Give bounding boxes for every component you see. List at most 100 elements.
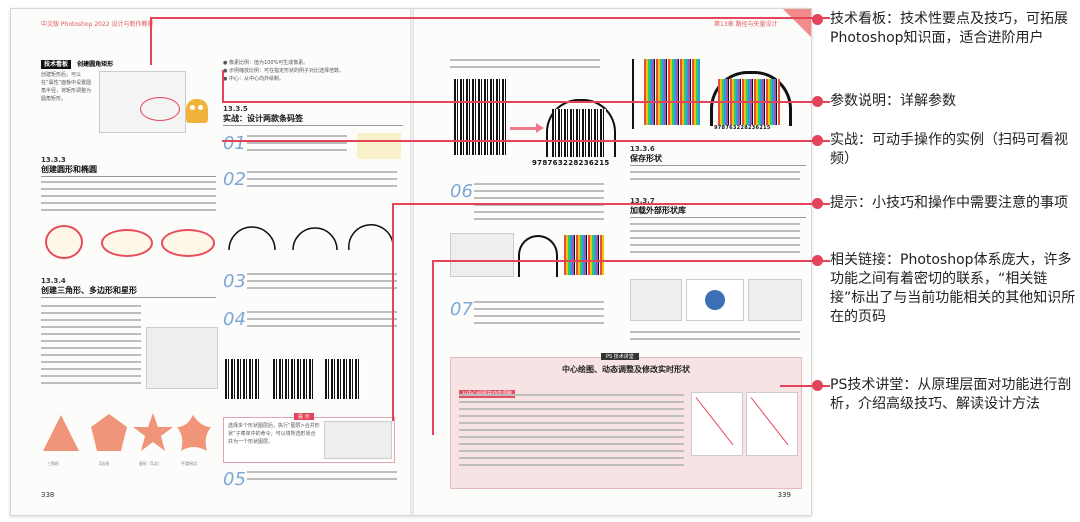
param-item: ● 中心：从中心向外绘制。	[223, 76, 284, 82]
section-13-3-6: 13.3.6 保存形状	[630, 145, 806, 166]
book-spread: 中文版 Photoshop 2022 设计与制作教程 技术看板 创建圆角矩形 创…	[10, 8, 812, 516]
callout-related-links: 相关链接：Photoshop体系庞大，许多功能之间有着密切的联系，“相关链接”标…	[812, 251, 1080, 327]
section-title: 加载外部形状库	[630, 205, 806, 218]
drawing-example-image	[691, 392, 743, 456]
leader-line-params	[222, 101, 830, 103]
text-block	[630, 171, 800, 185]
leader-line-practice	[222, 140, 830, 142]
leader-line-tip	[392, 203, 830, 205]
barcode-number: 978763228236215	[532, 159, 610, 167]
callout-legend: 技术看板：技术性要点及技巧，可拓展Photoshop知识面，适合进阶用户 参数说…	[812, 0, 1080, 522]
tech-board: 技术看板 创建圆角矩形 创建矩形后，可以在“属性”面板中设置圆角半径，将矩形调整…	[41, 59, 211, 149]
text-block	[41, 305, 141, 389]
drawing-example-image	[746, 392, 798, 456]
barcode-image	[225, 359, 261, 399]
step-number: 04	[223, 309, 246, 330]
step-number: 01	[223, 133, 246, 154]
text-block	[450, 59, 600, 73]
params-list: ● 像素比例：值为100%可生成像素。 ● 示例缩放比例：可在指定形状的例子对比…	[223, 59, 403, 83]
text-block	[630, 223, 800, 258]
book-spine	[410, 9, 414, 515]
callout-ps-lecture: PS技术讲堂：从原理层面对功能进行剖析，介绍高级技巧、解读设计方法	[812, 376, 1080, 414]
barcode-image	[325, 359, 361, 399]
shapes-library-image	[686, 279, 744, 321]
text-block	[459, 394, 684, 471]
section-number: 13.3.7	[630, 197, 655, 205]
yellow-rect-image	[357, 133, 401, 159]
lecture-badge: PS 技术讲堂	[601, 353, 639, 360]
leader-line-tip-v	[392, 203, 394, 421]
egg-faces-figure	[43, 223, 218, 259]
shape-label: 5边形	[99, 461, 110, 466]
section-number: 13.3.5	[223, 105, 248, 113]
shapes-panel-image	[630, 279, 682, 321]
barcode-bar	[632, 59, 634, 129]
leader-line-tech-board-v	[150, 17, 152, 65]
tip-badge: 提 示	[294, 413, 314, 420]
corner-decoration	[783, 9, 811, 37]
callout-params: 参数说明：详解参数	[812, 92, 1080, 111]
text-block	[630, 331, 800, 345]
section-title: 实战：设计两款条码签	[223, 113, 403, 126]
step-number: 03	[223, 271, 246, 292]
layers-panel-image	[450, 233, 514, 277]
color-barcode	[564, 235, 604, 275]
section-title: 保存形状	[630, 153, 806, 166]
step-number: 02	[223, 169, 246, 190]
right-page-number: 339	[777, 491, 791, 499]
yellow-character-image	[186, 99, 208, 123]
properties-panel-image	[99, 71, 186, 133]
shapes-figure: 三角形 5边形 星形（5点） 平滑拐点	[41, 411, 216, 471]
shape-label: 星形（5点）	[139, 461, 162, 466]
barcode-large	[552, 109, 606, 157]
text-block	[474, 183, 604, 225]
text-block	[474, 301, 604, 329]
shapes-list-image	[748, 279, 802, 321]
tech-board-text: 创建矩形后，可以在“属性”面板中设置圆角半径，将矩形调整为圆角矩形。	[41, 72, 92, 102]
tech-board-badge: 技术看板	[41, 60, 72, 69]
section-number: 13.3.6	[630, 145, 655, 153]
section-number: 13.3.3	[41, 156, 66, 164]
left-page-number: 338	[41, 491, 55, 499]
leader-line-related	[432, 260, 830, 262]
color-barcode	[644, 59, 700, 125]
param-item: ● 示例缩放比例：可在指定形状的例子对比选择倍数。	[223, 68, 344, 74]
tip-box: 提 示 选择多个形状图层后，执行“图层>合并形状”子菜单中的命令，可以将所选形状…	[223, 413, 395, 463]
arcs-figure	[228, 224, 394, 251]
arrow-line	[510, 127, 538, 130]
text-block	[41, 181, 216, 216]
callout-practice: 实战：可动手操作的实例（扫码可看视频）	[812, 131, 1080, 169]
tip-text: 选择多个形状图层后，执行“图层>合并形状”子菜单中的命令，可以将所选形状合并为一…	[228, 423, 320, 445]
step-number: 07	[450, 299, 473, 320]
merge-menu-image	[324, 421, 392, 459]
arrow-icon	[536, 123, 544, 133]
barcode-arch	[710, 71, 792, 126]
section-title: 创建三角形、多边形和星形	[41, 285, 216, 298]
text-block	[247, 171, 397, 192]
param-item: ● 像素比例：值为100%可生成像素。	[223, 60, 309, 66]
shape-label: 平滑拐点	[181, 461, 197, 466]
section-13-3-7: 13.3.7 加载外部形状库	[630, 197, 806, 218]
right-header: 第13章 路径与矢量设计	[714, 21, 778, 28]
ps-lecture-panel: PS 技术讲堂 中心绘图、动态调整及修改实时形状 从中心绘图并动态调整	[450, 353, 802, 489]
section-13-3-3: 13.3.3 创建圆形和椭圆	[41, 156, 216, 177]
section-title: 创建圆形和椭圆	[41, 164, 216, 177]
right-page: 第13章 路径与矢量设计 978763228236215 97876322823…	[414, 9, 811, 515]
barcode-image	[273, 359, 313, 399]
polygon-options-image	[146, 327, 218, 389]
text-block	[247, 471, 397, 485]
step-number: 06	[450, 181, 473, 202]
section-number: 13.3.4	[41, 277, 66, 285]
barcode-number-small: 978763228236215	[714, 125, 771, 131]
step-number: 05	[223, 469, 246, 490]
shape-label: 三角形	[47, 461, 59, 466]
leader-line-tech-board	[150, 17, 830, 19]
section-13-3-4: 13.3.4 创建三角形、多边形和星形	[41, 277, 216, 298]
barcode-arch	[518, 235, 558, 277]
left-page: 中文版 Photoshop 2022 设计与制作教程 技术看板 创建圆角矩形 创…	[11, 9, 411, 515]
tech-board-title: 创建圆角矩形	[77, 61, 114, 68]
leader-line-params-v	[222, 70, 224, 102]
left-header: 中文版 Photoshop 2022 设计与制作教程	[41, 21, 154, 28]
text-block	[247, 135, 347, 156]
lecture-title: 中心绘图、动态调整及修改实时形状	[562, 365, 690, 374]
